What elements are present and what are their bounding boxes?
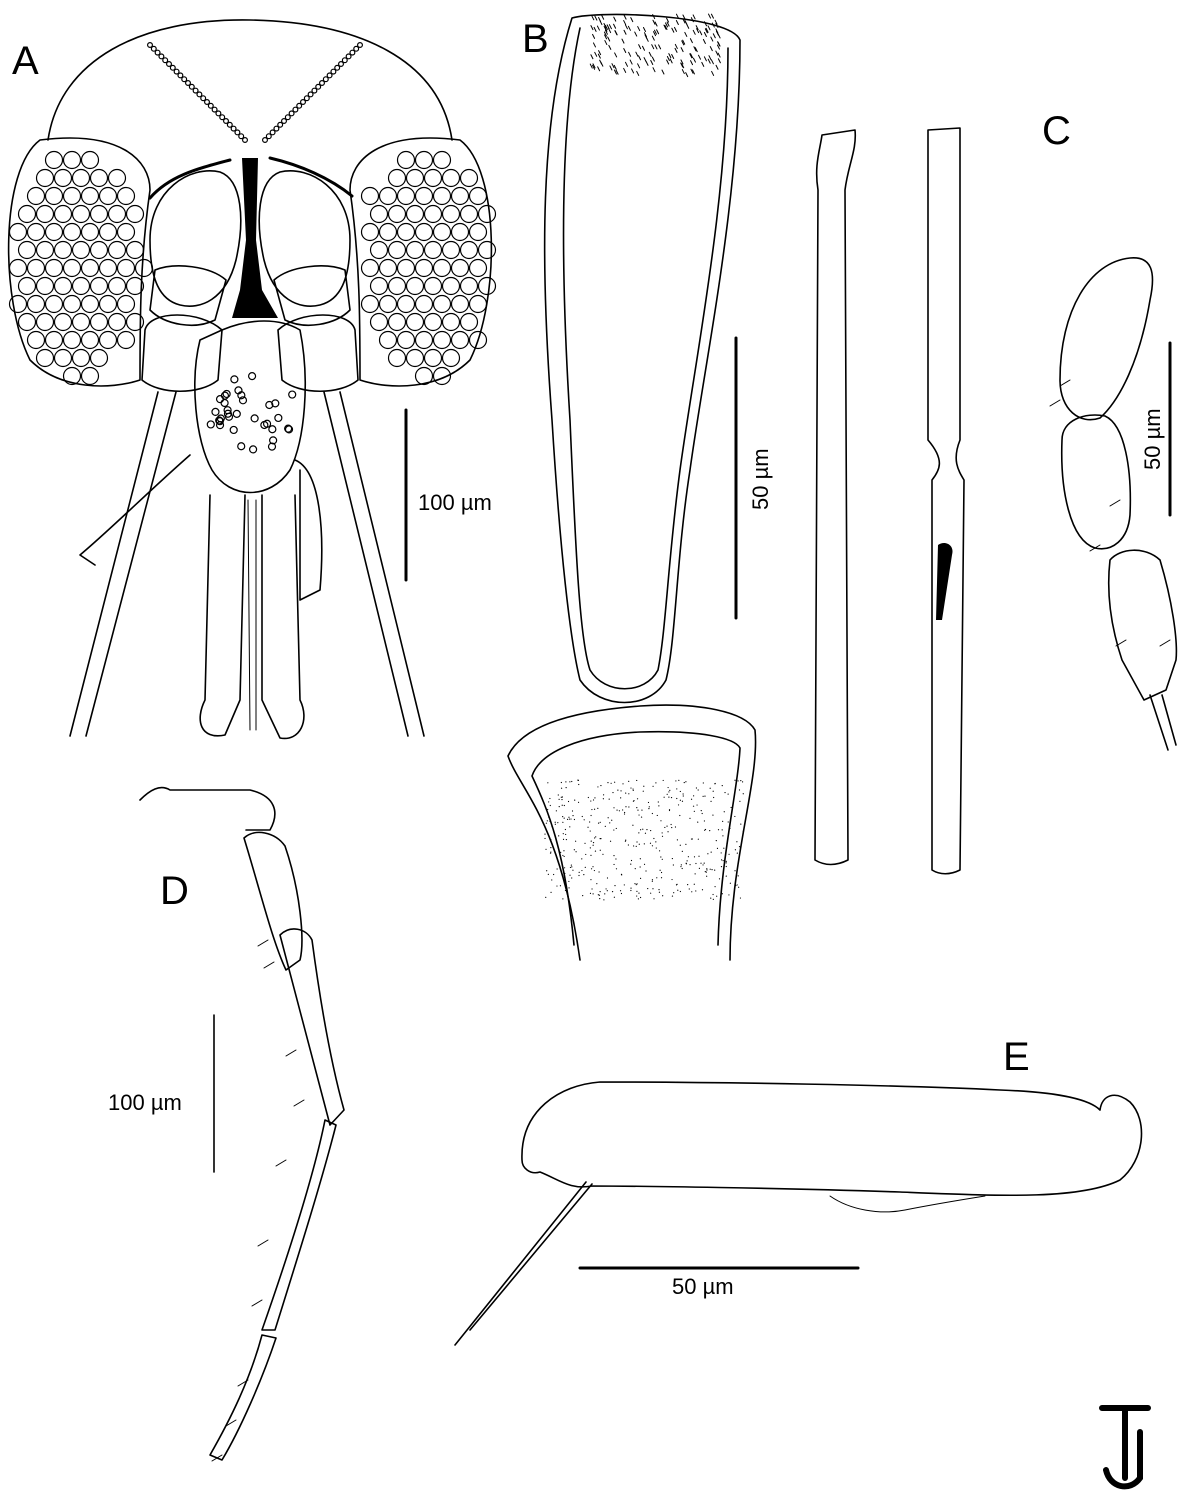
palp-segment-1 <box>1059 257 1154 421</box>
panel-e-mandible: E 50 µm <box>454 1035 1143 1346</box>
antenna-left <box>69 391 177 737</box>
clypeus-pores <box>206 372 297 454</box>
spermathecal-duct-inner <box>531 730 741 946</box>
pedicel-left <box>141 314 223 393</box>
antenna-basal-segment <box>139 786 276 831</box>
panel-a-letter: A <box>12 39 39 83</box>
panel-b-spermatheca: B 50 µm <box>507 13 965 961</box>
stylets <box>247 499 257 731</box>
palp-segment-2 <box>1060 414 1132 550</box>
panel-d-antenna: D 100 µm <box>108 786 345 1461</box>
panel-d-scale-label: 100 µm <box>108 1090 182 1115</box>
mandible-teeth <box>829 1195 986 1213</box>
mandible-seta <box>454 1181 593 1346</box>
spermatheca-capsule-outer <box>543 13 741 704</box>
antenna-segment-scape <box>243 831 303 971</box>
scape-left <box>149 170 242 307</box>
panel-a-head: A 100 µm <box>7 19 493 740</box>
mandible-outline <box>521 1081 1143 1197</box>
palp-left-outline <box>79 454 191 566</box>
palp-tip <box>1149 694 1177 751</box>
clypeus <box>194 320 306 494</box>
compound-eye-right <box>349 137 493 387</box>
head-capsule-outline <box>47 19 453 141</box>
antenna-flagellomere-1 <box>261 1119 337 1331</box>
panel-c-palp: C 50 µm <box>1042 109 1178 751</box>
compound-eye-left <box>7 137 151 387</box>
pedicel-right <box>277 314 359 393</box>
frontal-suture-right <box>268 156 354 198</box>
scape-right <box>258 170 351 307</box>
panel-c-scale-label: 50 µm <box>1140 408 1165 470</box>
panel-a-scale-label: 100 µm <box>418 490 492 515</box>
antenna-segment-pedicel <box>279 928 345 1126</box>
palp-segment-3 <box>1107 549 1178 701</box>
labium-right-part <box>261 494 305 740</box>
antenna-flagellomere-2 <box>209 1334 277 1461</box>
panel-e-scale-label: 50 µm <box>672 1274 734 1299</box>
frontal-sclerite <box>232 158 278 318</box>
pedicel-right-upper <box>273 265 351 326</box>
spermathecal-rod-1 <box>814 129 857 866</box>
setae <box>211 379 1171 1462</box>
panel-c-letter: C <box>1042 109 1071 153</box>
spermatheca-stippling <box>544 13 744 901</box>
frontal-suture-left <box>148 158 232 200</box>
panel-d-letter: D <box>160 869 189 913</box>
panel-b-letter: B <box>522 17 549 61</box>
maxillary-palp <box>294 459 323 601</box>
ommatidia-left <box>8 150 154 386</box>
spermathecal-duct-outer <box>507 704 757 961</box>
spermathecal-rod-2 <box>927 127 965 875</box>
rod-2-sensory-pit <box>936 543 953 620</box>
antenna-right <box>323 391 425 737</box>
ommatidia-right <box>360 150 497 386</box>
panel-b-scale-label: 50 µm <box>748 448 773 510</box>
pedicel-left-upper <box>149 265 227 326</box>
head-capsule-pores <box>147 41 364 144</box>
spermatheca-capsule-inner <box>562 27 729 690</box>
labium-left-part <box>199 494 246 737</box>
panel-e-letter: E <box>1003 1035 1030 1079</box>
artist-monogram: TJ <box>1099 1405 1151 1490</box>
